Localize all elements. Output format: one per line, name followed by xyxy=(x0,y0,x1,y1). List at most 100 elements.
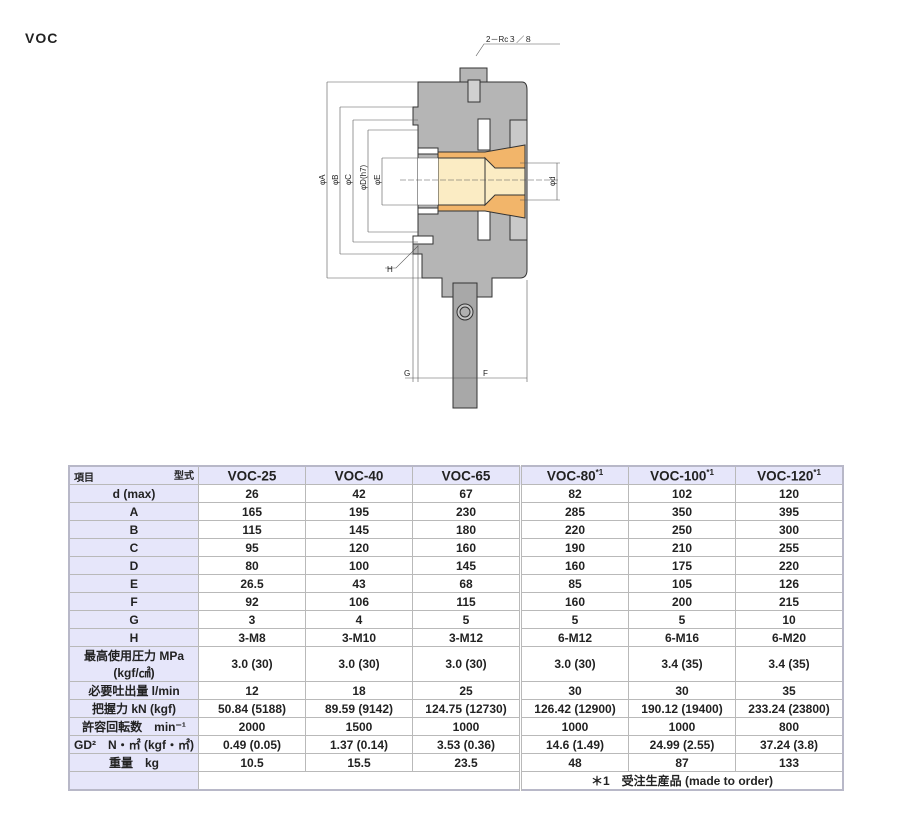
cell-value: 0.49 (0.05) xyxy=(198,735,306,754)
row-label: d (max) xyxy=(68,484,199,503)
footnote-empty-cell xyxy=(198,771,521,791)
cell-value: 80 xyxy=(198,556,306,575)
row-label: F xyxy=(68,592,199,611)
table-header-row: 項目 型式 VOC-25 VOC-40 VOC-65 VOC-80*1 VOC-… xyxy=(68,465,844,485)
cell-value: 115 xyxy=(198,520,306,539)
row-label: 最高使用圧力 MPa (kgf/㎠) xyxy=(68,646,199,682)
cell-value: 10 xyxy=(735,610,844,629)
dim-h: H xyxy=(387,265,393,274)
row-label: G xyxy=(68,610,199,629)
corner-model-label: 型式 xyxy=(174,471,194,482)
cell-value: 800 xyxy=(735,717,844,736)
cell-value: 3-M8 xyxy=(198,628,306,647)
cell-value: 105 xyxy=(628,574,736,593)
row-label: 必要吐出量 l/min xyxy=(68,681,199,700)
row-label: 許容回転数 min⁻¹ xyxy=(68,717,199,736)
cell-value: 160 xyxy=(519,592,629,611)
model-header: VOC-40 xyxy=(305,465,413,485)
cell-value: 285 xyxy=(519,502,629,521)
cell-value: 26 xyxy=(198,484,306,503)
cell-value: 300 xyxy=(735,520,844,539)
corner-item-label: 項目 xyxy=(74,473,94,484)
row-label: E xyxy=(68,574,199,593)
cell-value: 126.42 (12900) xyxy=(519,699,629,718)
cell-value: 220 xyxy=(519,520,629,539)
table-row: 把握力 kN (kgf)50.84 (5188)89.59 (9142)124.… xyxy=(68,699,844,718)
cell-value: 42 xyxy=(305,484,413,503)
cell-value: 6-M20 xyxy=(735,628,844,647)
cell-value: 30 xyxy=(519,681,629,700)
row-label: A xyxy=(68,502,199,521)
cell-value: 4 xyxy=(305,610,413,629)
model-header: VOC-100*1 xyxy=(628,465,736,485)
cell-value: 6-M12 xyxy=(519,628,629,647)
cell-value: 3-M12 xyxy=(412,628,521,647)
cell-value: 3.53 (0.36) xyxy=(412,735,521,754)
dim-phi-c: φC xyxy=(344,174,353,185)
dim-phi-a: φA xyxy=(318,174,327,185)
row-label: 把握力 kN (kgf) xyxy=(68,699,199,718)
cell-value: 82 xyxy=(519,484,629,503)
cell-value: 12 xyxy=(198,681,306,700)
model-header: VOC-65 xyxy=(412,465,521,485)
cell-value: 180 xyxy=(412,520,521,539)
cell-value: 233.24 (23800) xyxy=(735,699,844,718)
cell-value: 92 xyxy=(198,592,306,611)
cell-value: 35 xyxy=(735,681,844,700)
cell-value: 68 xyxy=(412,574,521,593)
cell-value: 18 xyxy=(305,681,413,700)
cell-value: 95 xyxy=(198,538,306,557)
cell-value: 14.6 (1.49) xyxy=(519,735,629,754)
model-header: VOC-25 xyxy=(198,465,306,485)
cell-value: 1000 xyxy=(628,717,736,736)
cell-value: 190 xyxy=(519,538,629,557)
cell-value: 3.4 (35) xyxy=(628,646,736,682)
cell-value: 25 xyxy=(412,681,521,700)
model-header: VOC-120*1 xyxy=(735,465,844,485)
cell-value: 200 xyxy=(628,592,736,611)
cell-value: 160 xyxy=(519,556,629,575)
cell-value: 190.12 (19400) xyxy=(628,699,736,718)
cell-value: 106 xyxy=(305,592,413,611)
cell-value: 3.0 (30) xyxy=(305,646,413,682)
cell-value: 87 xyxy=(628,753,736,772)
cell-value: 50.84 (5188) xyxy=(198,699,306,718)
cell-value: 145 xyxy=(412,556,521,575)
cell-value: 10.5 xyxy=(198,753,306,772)
body xyxy=(412,67,528,409)
cell-value: 1.37 (0.14) xyxy=(305,735,413,754)
cell-value: 100 xyxy=(305,556,413,575)
footnote-row: ＊1 受注生産品 (made to order) xyxy=(68,771,844,791)
port-label: 2－Rc３／８ xyxy=(486,35,532,44)
cell-value: 24.99 (2.55) xyxy=(628,735,736,754)
cell-value: 6-M16 xyxy=(628,628,736,647)
cell-value: 115 xyxy=(412,592,521,611)
header-corner: 項目 型式 xyxy=(68,465,199,485)
dim-phi-b: φB xyxy=(331,174,340,185)
cell-value: 37.24 (3.8) xyxy=(735,735,844,754)
dimension-lines xyxy=(326,43,560,382)
cell-value: 126 xyxy=(735,574,844,593)
cell-value: 1000 xyxy=(412,717,521,736)
footnote: ＊1 受注生産品 (made to order) xyxy=(519,771,844,791)
cell-value: 160 xyxy=(412,538,521,557)
cell-value: 3.0 (30) xyxy=(412,646,521,682)
dim-phi-e: φE xyxy=(373,174,382,185)
row-label: H xyxy=(68,628,199,647)
dim-g: G xyxy=(404,369,410,378)
cell-value: 3.0 (30) xyxy=(519,646,629,682)
cell-value: 23.5 xyxy=(412,753,521,772)
cylinder-cross-section-drawing: 2－Rc３／８ φA φB φC φD(h7) φE φd H G F xyxy=(318,35,560,409)
cell-value: 250 xyxy=(628,520,736,539)
cell-value: 3-M10 xyxy=(305,628,413,647)
cell-value: 220 xyxy=(735,556,844,575)
cell-value: 15.5 xyxy=(305,753,413,772)
cell-value: 255 xyxy=(735,538,844,557)
